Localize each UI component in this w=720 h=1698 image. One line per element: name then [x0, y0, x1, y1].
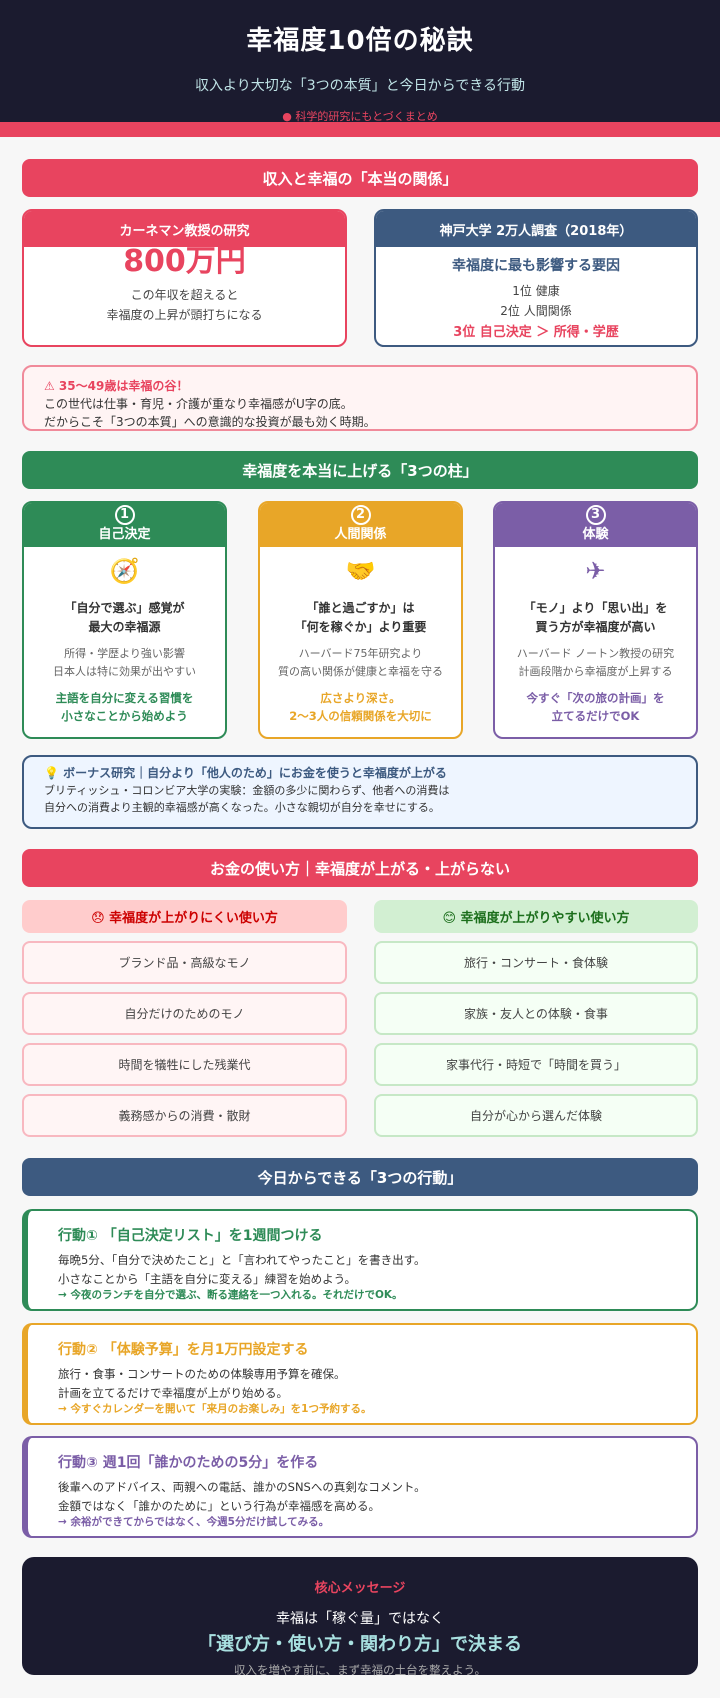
- airplane-icon: ✈: [585, 557, 606, 585]
- kobe-card: 神戸大学 2万人調査（2018年） 幸福度に最も影響する要因 1位 健康 2位 …: [374, 209, 698, 347]
- section-spending-header: お金の使い方｜幸福度が上がる・上がらない: [22, 849, 698, 887]
- bad-spending-item: ブランド品・高級なモノ: [22, 941, 347, 984]
- bonus-title: 💡 ボーナス研究｜自分より「他人のため」にお金を使うと幸福度が上がる: [44, 766, 447, 780]
- action-note: → 今すぐカレンダーを開いて「来月のお楽しみ」を1つ予約する。: [58, 1403, 372, 1415]
- action-card: 行動① 「自己決定リスト」を1週間つける 毎晩5分、「自分で決めたこと」と「言わ…: [22, 1209, 698, 1311]
- kahneman-card: カーネマン教授の研究 800万円 この年収を超えると 幸福度の上昇が頭打ちになる: [22, 209, 347, 347]
- good-spending-item: 旅行・コンサート・食体験: [374, 941, 698, 984]
- pillar-number: 2: [350, 505, 371, 525]
- core-line-3: 収入を増やす前に、まず幸福の土台を整えよう。: [234, 1663, 486, 1677]
- rank-1: 1位 健康: [512, 284, 560, 298]
- hero-header: 幸福度10倍の秘訣 収入より大切な「3つの本質」と今日からできる行動 ● 科学的…: [0, 0, 720, 123]
- pillar-description: ハーバード ノートン教授の研究計画段階から幸福度が上昇する: [516, 647, 675, 678]
- pillar-header: 1 自己決定: [24, 503, 225, 547]
- pillar-description: ハーバード75年研究より質の高い関係が健康と幸福を守る: [278, 647, 443, 678]
- core-line-1: 幸福は「稼ぐ量」ではなく: [276, 1611, 444, 1627]
- kahneman-text: 幸福度の上昇が頭打ちになる: [106, 308, 263, 322]
- accent-stripe: [0, 122, 720, 137]
- rank-3: 3位 自己決定 ＞ 所得・学歴: [453, 325, 619, 340]
- pillar-header: 2 人間関係: [260, 503, 461, 547]
- good-spending-header: 😊 幸福度が上がりやすい使い方: [374, 900, 698, 933]
- pillar-header: 3 体験: [495, 503, 696, 547]
- core-message-box: 核心メッセージ 幸福は「稼ぐ量」ではなく 「選び方・使い方・関わり方」で決まる …: [22, 1557, 698, 1677]
- pillar-card: 2 人間関係 🤝 「誰と過ごすか」は「何を稼ぐか」より重要 ハーバード75年研究よ…: [258, 501, 463, 739]
- pillar-number: 3: [585, 505, 606, 525]
- bad-spending-column: 😞 幸福度が上がりにくい使い方 ブランド品・高級なモノ自分だけのためのモノ時間を…: [22, 900, 347, 1137]
- warning-title: ⚠ 35〜49歳は幸福の谷！: [44, 379, 189, 393]
- income-threshold: 800万円: [123, 244, 246, 279]
- warning-text: この世代は仕事・育児・介護が重なり幸福感がU字の底。: [44, 397, 353, 411]
- section-pillars-header: 幸福度を本当に上げる「3つの柱」: [22, 451, 698, 489]
- pillar-description: 所得・学歴より強い影響日本人は特に効果が出やすい: [53, 647, 196, 678]
- pillar-number: 1: [114, 505, 135, 525]
- pillar-card: 3 体験 ✈ 「モノ」より「思い出」を買う方が幸福度が高い ハーバード ノートン教…: [493, 501, 698, 739]
- warning-text: だからこそ「3つの本質」への意識的な投資が最も効く時期。: [44, 415, 376, 429]
- action-description: 後輩へのアドバイス、両親への電話、誰かのSNSへの真剣なコメント。金額ではなく「…: [58, 1480, 426, 1513]
- handshake-icon: 🤝: [345, 557, 376, 585]
- core-label: 核心メッセージ: [314, 1581, 406, 1596]
- action-title: 行動② 「体験予算」を月1万円設定する: [58, 1342, 309, 1358]
- pillar-name: 人間関係: [334, 527, 387, 542]
- source-tag: ● 科学的研究にもとづくまとめ: [282, 110, 438, 123]
- pillar-card: 1 自己決定 🧭 「自分で選ぶ」感覚が最大の幸福源 所得・学歴より強い影響日本人は…: [22, 501, 227, 739]
- bonus-text: ブリティッシュ・コロンビア大学の実験：金額の多少に関わらず、他者への消費は: [44, 784, 450, 797]
- action-note: → 今夜のランチを自分で選ぶ、断る連絡を一つ入れる。それだけでOK。: [58, 1289, 403, 1301]
- kobe-title: 幸福度に最も影響する要因: [452, 258, 620, 274]
- bad-spending-header: 😞 幸福度が上がりにくい使い方: [22, 900, 347, 933]
- action-description: 毎晩5分、「自分で決めたこと」と「言われてやったこと」を書き出す。小さなことから…: [58, 1253, 426, 1286]
- kahneman-header: カーネマン教授の研究: [24, 211, 345, 247]
- rank-2: 2位 人間関係: [500, 304, 572, 318]
- page-title: 幸福度10倍の秘訣: [246, 26, 474, 56]
- pillar-name: 体験: [582, 527, 609, 542]
- bonus-text: 自分への消費より主観的幸福感が高くなった。小さな親切が自分を幸せにする。: [44, 801, 440, 814]
- section-income-header: 収入と幸福の「本当の関係」: [22, 159, 698, 197]
- action-card: 行動③ 週1回「誰かのための5分」を作る 後輩へのアドバイス、両親への電話、誰か…: [22, 1436, 698, 1538]
- page-subtitle: 収入より大切な「3つの本質」と今日からできる行動: [195, 78, 525, 94]
- good-spending-item: 家事代行・時短で「時間を買う」: [374, 1043, 698, 1086]
- warning-box: ⚠ 35〜49歳は幸福の谷！ この世代は仕事・育児・介護が重なり幸福感がU字の底…: [22, 365, 698, 431]
- kobe-header: 神戸大学 2万人調査（2018年）: [376, 211, 696, 247]
- pillar-title: 「自分で選ぶ」感覚が最大の幸福源: [64, 601, 185, 634]
- action-description: 旅行・食事・コンサートのための体験専用予算を確保。計画を立てるだけで幸福度が上が…: [58, 1367, 346, 1400]
- pillar-action: 広さより深さ。2〜3人の信頼関係を大切に: [289, 691, 432, 723]
- pillar-action: 主語を自分に変える習慣を小さなことから始めよう: [55, 691, 194, 723]
- section-actions-header: 今日からできる「3つの行動」: [22, 1158, 698, 1196]
- pillar-action: 今すぐ「次の旅の計画」を立てるだけでOK: [526, 691, 665, 723]
- action-title: 行動③ 週1回「誰かのための5分」を作る: [58, 1455, 319, 1471]
- good-spending-column: 😊 幸福度が上がりやすい使い方 旅行・コンサート・食体験家族・友人との体験・食事…: [374, 900, 698, 1137]
- bonus-research-box: 💡 ボーナス研究｜自分より「他人のため」にお金を使うと幸福度が上がる ブリティッ…: [22, 755, 698, 829]
- bad-spending-item: 時間を犠牲にした残業代: [22, 1043, 347, 1086]
- action-card: 行動② 「体験予算」を月1万円設定する 旅行・食事・コンサートのための体験専用予…: [22, 1323, 698, 1425]
- pillar-title: 「誰と過ごすか」は「何を稼ぐか」より重要: [294, 601, 427, 634]
- good-spending-item: 家族・友人との体験・食事: [374, 992, 698, 1035]
- bad-spending-item: 自分だけのためのモノ: [22, 992, 347, 1035]
- bad-spending-item: 義務感からの消費・散財: [22, 1094, 347, 1137]
- action-note: → 余裕ができてからではなく、今週5分だけ試してみる。: [58, 1516, 330, 1528]
- kahneman-text: この年収を超えると: [130, 288, 239, 302]
- compass-icon: 🧭: [109, 557, 140, 585]
- pillar-name: 自己決定: [98, 527, 151, 542]
- good-spending-item: 自分が心から選んだ体験: [374, 1094, 698, 1137]
- pillar-title: 「モノ」より「思い出」を買う方が幸福度が高い: [523, 601, 668, 634]
- core-line-2: 「選び方・使い方・関わり方」で決まる: [198, 1634, 522, 1655]
- action-title: 行動① 「自己決定リスト」を1週間つける: [58, 1228, 323, 1244]
